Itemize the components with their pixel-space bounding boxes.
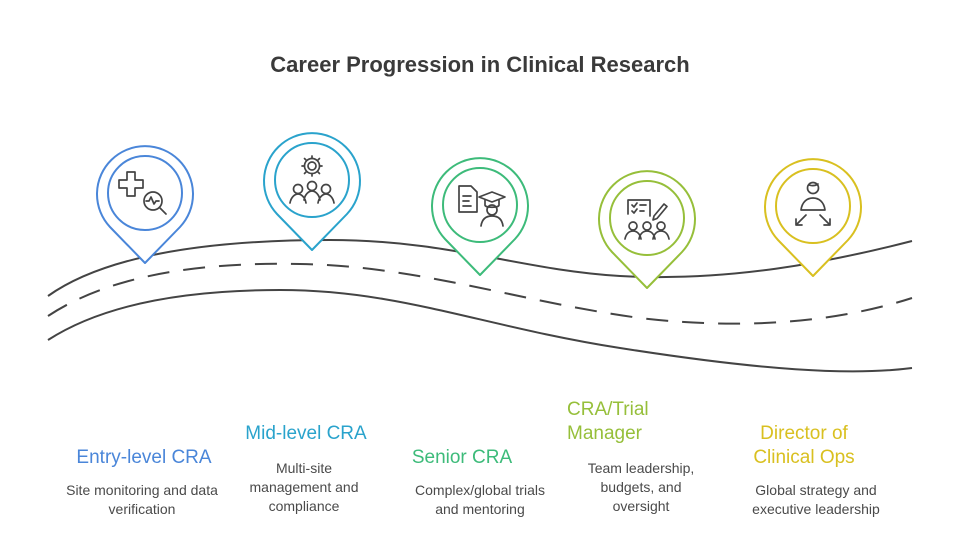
stage-desc-senior-cra: Complex/global trials and mentoring — [395, 481, 565, 519]
stage-desc-senior-cra-text: Complex/global trials and mentoring — [415, 482, 545, 517]
stage-title-cra-trial-manager-text: CRA/Trial Manager — [567, 399, 649, 444]
page-title: Career Progression in Clinical Research — [270, 52, 690, 77]
stage-desc-mid-level-cra: Multi-site management and compliance — [219, 459, 389, 516]
stage-desc-mid-level-cra-text: Multi-site management and compliance — [249, 460, 359, 514]
pin-senior-cra — [431, 157, 529, 276]
pin-mid-level-cra — [263, 132, 361, 251]
pin-director-clinical-ops — [764, 158, 862, 277]
document-graduate-icon — [458, 185, 506, 227]
stage-desc-director-clinical-ops-text: Global strategy and executive leadership — [752, 482, 880, 517]
stage-title-senior-cra: Senior CRA — [411, 447, 513, 468]
stage-title-cra-trial-manager: CRA/Trial Manager — [532, 398, 712, 446]
stage-desc-director-clinical-ops: Global strategy and executive leadership — [731, 481, 901, 519]
road-center-line — [47, 262, 913, 325]
checklist-team-icon — [624, 199, 670, 240]
stage-title-director-clinical-ops: Director of Clinical Ops — [714, 422, 894, 470]
stage-title-entry-level-cra: Entry-level CRA — [76, 447, 212, 468]
stage-desc-entry-level-cra: Site monitoring and data verification — [66, 482, 218, 517]
stage-title-director-clinical-ops-text: Director of Clinical Ops — [753, 423, 855, 468]
stage-desc-cra-trial-manager-text: Team leadership, budgets, and oversight — [587, 460, 695, 514]
stage-desc-cra-trial-manager: Team leadership, budgets, and oversight — [556, 459, 726, 516]
pin-entry-level-cra — [96, 145, 194, 264]
pin-cra-trial-manager — [598, 170, 696, 289]
stage-title-mid-level-cra: Mid-level CRA — [245, 423, 367, 444]
leader-arrows-icon — [795, 181, 831, 226]
medical-cross-monitor-icon — [118, 171, 167, 215]
gear-team-icon — [289, 155, 335, 204]
road-lower-edge — [47, 288, 913, 373]
